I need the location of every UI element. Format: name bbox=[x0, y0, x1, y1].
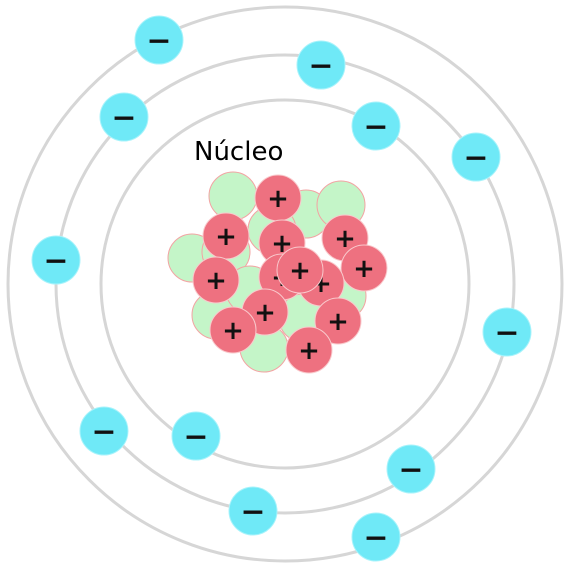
electron-body bbox=[351, 101, 401, 151]
proton: + bbox=[314, 297, 362, 345]
electron-body bbox=[228, 486, 278, 536]
proton-symbol: + bbox=[222, 316, 244, 346]
proton-body bbox=[276, 246, 324, 294]
orbit-outer bbox=[6, 5, 564, 563]
electron-symbol: − bbox=[146, 24, 171, 59]
electron-symbol: − bbox=[363, 521, 388, 556]
proton-body bbox=[192, 256, 240, 304]
nucleus: +++++++++++++ bbox=[167, 171, 388, 374]
electron-body bbox=[296, 40, 346, 90]
electron: − bbox=[31, 235, 81, 285]
proton: + bbox=[192, 256, 240, 304]
electrons: −−−−−−−−−−−− bbox=[31, 15, 532, 562]
proton: + bbox=[276, 246, 324, 294]
electron: − bbox=[351, 101, 401, 151]
electron-body bbox=[171, 411, 221, 461]
electron-symbol: − bbox=[43, 244, 68, 279]
electron-symbol: − bbox=[463, 141, 488, 176]
electron-body bbox=[351, 512, 401, 562]
electron-body bbox=[99, 92, 149, 142]
proton: + bbox=[254, 174, 302, 222]
electron-symbol: − bbox=[91, 415, 116, 450]
electron: − bbox=[451, 132, 501, 182]
electron-symbol: − bbox=[240, 495, 265, 530]
proton: + bbox=[202, 212, 250, 260]
electron: − bbox=[79, 406, 129, 456]
proton-symbol: + bbox=[327, 307, 349, 337]
electron-symbol: − bbox=[398, 453, 423, 488]
electron: − bbox=[386, 444, 436, 494]
electron-symbol: − bbox=[183, 420, 208, 455]
proton: + bbox=[285, 326, 333, 374]
proton-symbol: + bbox=[205, 266, 227, 296]
proton: + bbox=[209, 306, 257, 354]
proton-symbol: + bbox=[289, 256, 311, 286]
proton-body bbox=[340, 244, 388, 292]
proton-symbol: + bbox=[353, 254, 375, 284]
proton-symbol: + bbox=[215, 222, 237, 252]
electron-body bbox=[482, 307, 532, 357]
electron: − bbox=[134, 15, 184, 65]
neutron-body bbox=[208, 171, 258, 221]
electron: − bbox=[482, 307, 532, 357]
electron-symbol: − bbox=[308, 49, 333, 84]
proton: + bbox=[340, 244, 388, 292]
neutron bbox=[208, 171, 258, 221]
electron: − bbox=[228, 486, 278, 536]
electron-symbol: − bbox=[363, 110, 388, 145]
electron: − bbox=[171, 411, 221, 461]
proton-body bbox=[209, 306, 257, 354]
proton-body bbox=[314, 297, 362, 345]
electron-body bbox=[386, 444, 436, 494]
electron-symbol: − bbox=[111, 101, 136, 136]
electron: − bbox=[351, 512, 401, 562]
electron-symbol: − bbox=[494, 316, 519, 351]
orbit-inner bbox=[99, 98, 471, 470]
orbits bbox=[6, 5, 564, 563]
electron-body bbox=[451, 132, 501, 182]
electron-body bbox=[134, 15, 184, 65]
proton-body bbox=[285, 326, 333, 374]
electron-body bbox=[31, 235, 81, 285]
proton-symbol: + bbox=[254, 298, 276, 328]
nucleus-label: Núcleo bbox=[194, 137, 283, 167]
proton-symbol: + bbox=[298, 336, 320, 366]
electron: − bbox=[99, 92, 149, 142]
proton-symbol: + bbox=[267, 184, 289, 214]
proton-symbol: + bbox=[334, 224, 356, 254]
electron: − bbox=[296, 40, 346, 90]
electron-body bbox=[79, 406, 129, 456]
